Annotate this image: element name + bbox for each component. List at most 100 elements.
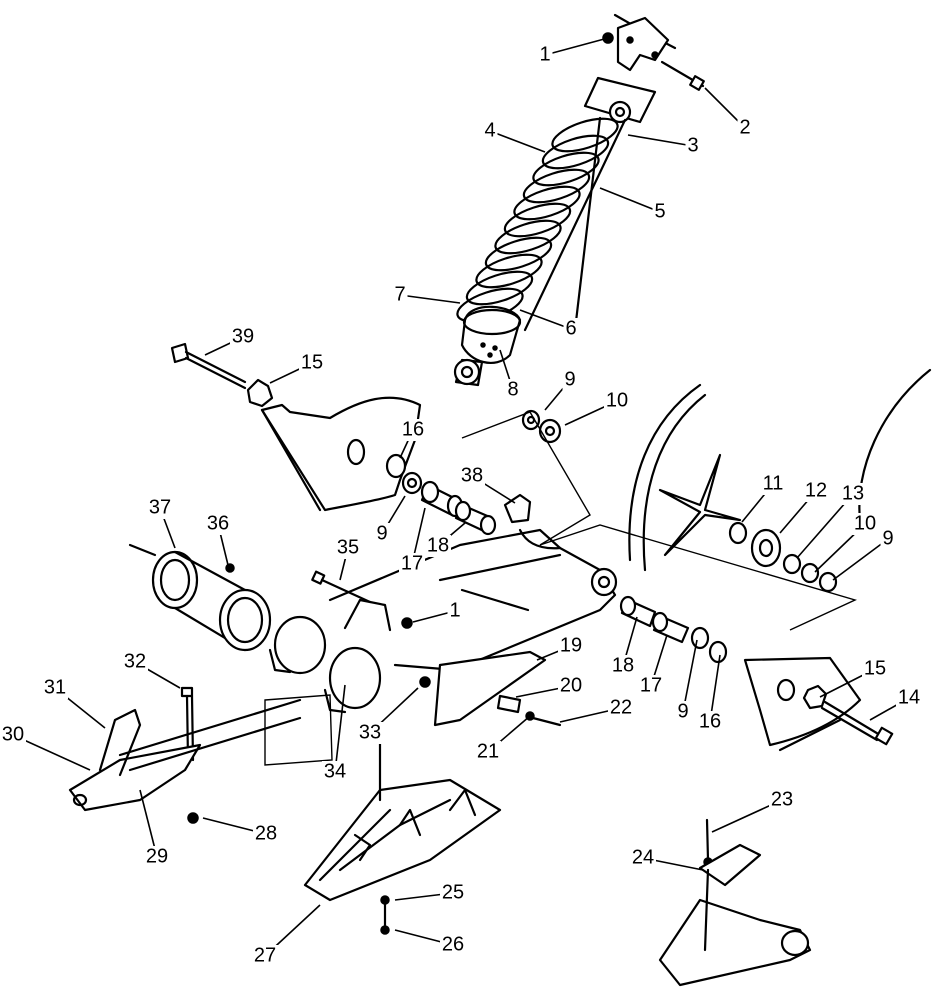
callout-label-bg (685, 135, 701, 157)
callout-18: 18 (610, 616, 638, 677)
spring-coil (494, 219, 562, 255)
callout-17: 17 (399, 507, 426, 575)
callout-2: 2 (704, 87, 753, 139)
spring-coil (503, 202, 572, 238)
callout-14: 14 (869, 686, 922, 721)
callout-35: 35 (335, 536, 361, 581)
callout-5: 5 (599, 187, 668, 223)
callout-33: 33 (357, 687, 419, 744)
callout-18: 18 (425, 522, 466, 557)
callout-label: 4 (484, 119, 495, 141)
callout-9: 9 (832, 527, 896, 581)
callout-label: 9 (564, 368, 575, 390)
callout-1: 1 (537, 37, 609, 66)
callout-label-bg (399, 553, 425, 575)
callout-label-bg (862, 658, 888, 680)
callout-label-bg (505, 379, 521, 401)
main-a-arm (328, 528, 618, 672)
callout-17: 17 (638, 634, 668, 697)
long-bolt-left (170, 342, 274, 408)
leader-line (599, 187, 661, 213)
callout-label-bg (392, 284, 408, 306)
callout-label: 10 (606, 389, 628, 411)
spring-coil (551, 117, 619, 153)
callout-label: 9 (882, 527, 893, 549)
right-side-plate (743, 656, 894, 752)
callout-label-bg (652, 201, 668, 223)
callout-label-bg (610, 655, 636, 677)
callout-11: 11 (741, 472, 786, 523)
leader-line (334, 684, 346, 773)
callout-label: 30 (2, 723, 24, 745)
callout-10: 10 (814, 512, 878, 573)
callout-39: 39 (204, 325, 256, 356)
callout-label-bg (697, 711, 723, 733)
lower-right-bushings (619, 595, 728, 664)
callout-label-bg (563, 318, 579, 340)
callout-6: 6 (519, 309, 579, 340)
callout-15: 15 (819, 657, 888, 698)
callout-label-bg (880, 528, 896, 550)
callout-label-bg (144, 846, 170, 868)
callout-label: 39 (232, 325, 254, 347)
callout-label: 24 (632, 846, 654, 868)
callout-label: 18 (612, 654, 634, 676)
callout-label-bg (604, 390, 630, 412)
callout-label-bg (537, 44, 553, 66)
callout-label-bg (638, 675, 664, 697)
callout-19: 19 (536, 634, 584, 661)
callout-label-bg (760, 473, 786, 495)
spring-coil (484, 236, 553, 272)
callout-9: 9 (544, 368, 578, 411)
callout-label-bg (299, 352, 325, 374)
callout-label: 14 (898, 686, 920, 708)
callout-label-bg (374, 523, 390, 545)
callout-label: 17 (401, 552, 423, 574)
callout-label: 22 (610, 696, 632, 718)
callout-label: 5 (654, 200, 665, 222)
callout-26: 26 (394, 929, 466, 956)
leader-line (627, 134, 694, 147)
callout-label-bg (147, 497, 173, 519)
callout-20: 20 (515, 674, 584, 698)
leader-line (682, 639, 698, 713)
callout-7: 7 (392, 283, 461, 306)
callout-32: 32 (122, 650, 181, 689)
callout-4: 4 (482, 119, 546, 153)
callout-label: 36 (207, 512, 229, 534)
left-lower-bracket-assembly (68, 686, 302, 824)
callout-label-bg (459, 465, 485, 487)
callout-label: 18 (427, 534, 449, 556)
center-bracket-19 (433, 650, 562, 727)
callout-label: 1 (449, 599, 460, 621)
callout-label-bg (608, 697, 634, 719)
center-skid-plate (303, 738, 502, 935)
callout-24: 24 (630, 846, 704, 871)
callout-label: 34 (324, 760, 346, 782)
callout-label: 38 (461, 464, 483, 486)
callout-label-bg (230, 326, 256, 348)
callout-36: 36 (205, 512, 231, 566)
callout-label-bg (558, 635, 584, 657)
right-hub-assembly (628, 368, 932, 593)
callout-21: 21 (475, 715, 531, 763)
callout-label-bg (440, 882, 466, 904)
callout-12: 12 (779, 479, 829, 534)
callout-8: 8 (499, 349, 521, 401)
leader-line (709, 654, 721, 723)
callout-label: 3 (687, 134, 698, 156)
callout-label: 9 (376, 522, 387, 544)
callout-label: 32 (124, 650, 146, 672)
callout-label-bg (357, 722, 383, 744)
callout-label: 15 (301, 351, 323, 373)
callout-label-bg (840, 483, 866, 505)
callout-label-bg (769, 789, 795, 811)
callout-label: 31 (44, 676, 66, 698)
callout-label: 35 (337, 536, 359, 558)
left-clamp-tube-assembly (128, 543, 431, 714)
callout-label-bg (253, 823, 279, 845)
callout-34: 34 (322, 684, 348, 783)
callout-3: 3 (627, 134, 701, 157)
callout-label: 17 (640, 674, 662, 696)
